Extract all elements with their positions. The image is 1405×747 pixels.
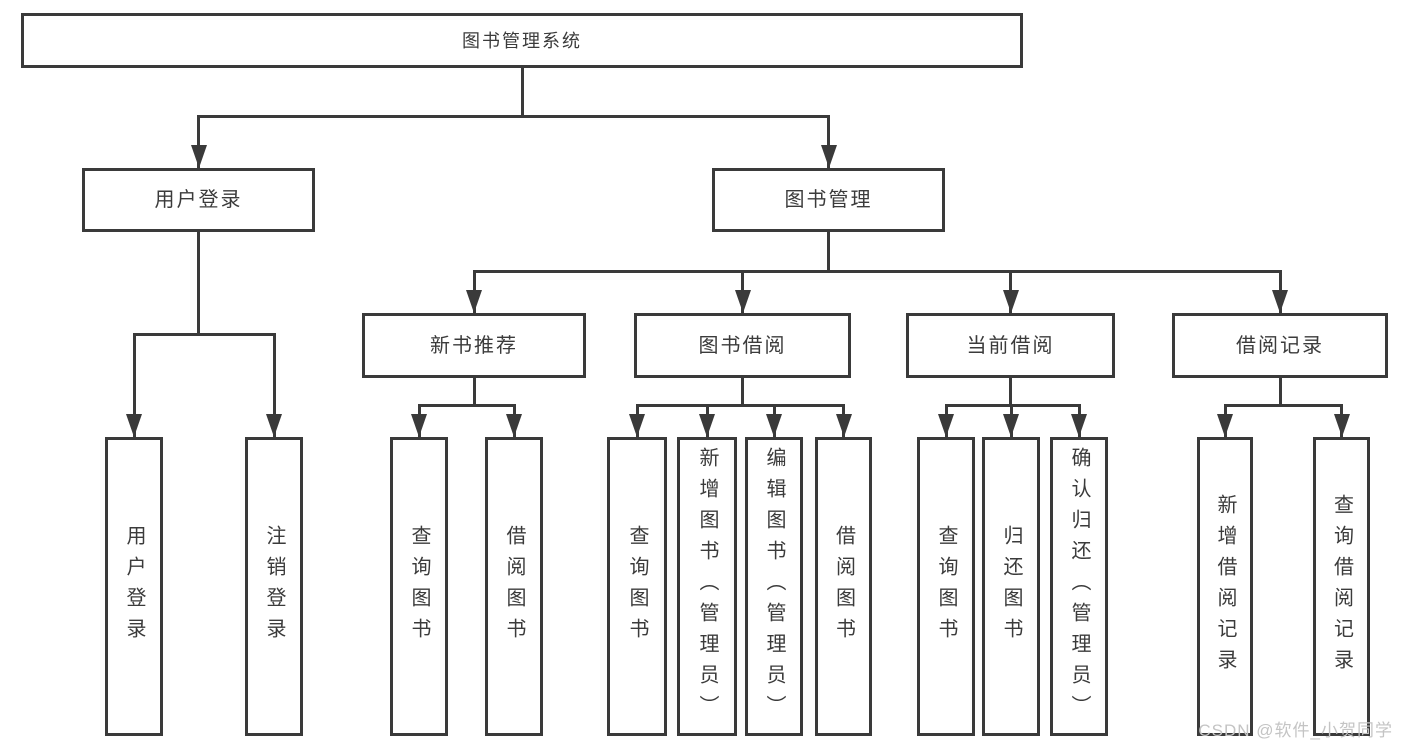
- arrow-down-icon: [938, 414, 954, 437]
- node-nbr-query: 查询图书: [390, 437, 448, 736]
- node-root: 图书管理系统: [21, 13, 1023, 68]
- arrow-down-icon: [629, 414, 645, 437]
- node-borrow-records: 借阅记录: [1172, 313, 1388, 378]
- arrow-down-icon: [699, 414, 715, 437]
- node-nbr-borrow: 借阅图书: [485, 437, 543, 736]
- node-new-book-rec: 新书推荐: [362, 313, 586, 378]
- arrow-down-icon: [766, 414, 782, 437]
- arrow-down-icon: [734, 290, 751, 313]
- node-cb-query: 查询图书: [917, 437, 975, 736]
- arrow-down-icon: [1003, 414, 1019, 437]
- node-label: 查询图书: [408, 524, 430, 649]
- node-label: 新增图书（管理员）: [696, 447, 718, 726]
- node-login: 用户登录: [105, 437, 163, 736]
- node-label: 查询图书: [935, 524, 957, 649]
- connector-line: [1009, 378, 1012, 407]
- arrow-down-icon: [1272, 290, 1288, 313]
- connector-line: [827, 115, 830, 168]
- arrow-down-icon: [126, 414, 142, 437]
- node-br-query: 查询借阅记录: [1313, 437, 1370, 736]
- connector-line: [1278, 378, 1282, 407]
- node-bb-edit: 编辑图书（管理员）: [745, 437, 803, 736]
- node-label: 用户登录: [154, 189, 243, 211]
- connector-line: [741, 378, 744, 407]
- arrow-down-icon: [466, 290, 482, 313]
- arrow-down-icon: [820, 145, 837, 168]
- connector-line: [197, 115, 200, 168]
- node-logout: 注销登录: [245, 437, 303, 736]
- connector-line: [197, 232, 200, 336]
- connector-line: [520, 68, 524, 118]
- node-label: 查询图书: [626, 524, 648, 649]
- node-label: 确认归还（管理员）: [1068, 447, 1090, 726]
- node-bb-borrow: 借阅图书: [815, 437, 872, 736]
- connector-line: [1223, 404, 1343, 407]
- node-bb-query: 查询图书: [607, 437, 667, 736]
- arrow-down-icon: [190, 145, 207, 168]
- arrow-down-icon: [506, 414, 522, 437]
- connector-line: [944, 404, 1081, 407]
- node-label: 图书借阅: [698, 334, 787, 357]
- node-label: 归还图书: [1000, 524, 1022, 649]
- node-label: 借阅记录: [1236, 334, 1324, 357]
- connector-line: [472, 378, 476, 407]
- node-user-login: 用户登录: [82, 168, 315, 232]
- node-label: 图书管理: [784, 189, 873, 211]
- connector-line: [827, 232, 830, 273]
- node-label: 图书管理系统: [462, 30, 582, 51]
- node-label: 用户登录: [123, 524, 145, 649]
- node-book-mgmt: 图书管理: [712, 168, 945, 232]
- connector-line: [197, 115, 830, 118]
- arrow-down-icon: [266, 414, 282, 437]
- node-label: 借阅图书: [503, 524, 525, 649]
- node-label: 注销登录: [263, 524, 285, 649]
- arrow-down-icon: [835, 414, 852, 437]
- node-label: 借阅图书: [832, 524, 855, 649]
- connector-line: [272, 333, 276, 437]
- arrow-down-icon: [411, 414, 427, 437]
- watermark: CSDN @软件_小贺同学: [1198, 721, 1393, 740]
- arrow-down-icon: [1333, 414, 1350, 437]
- arrow-down-icon: [1002, 290, 1019, 313]
- arrow-down-icon: [1217, 414, 1233, 437]
- node-current-borrow: 当前借阅: [906, 313, 1115, 378]
- node-label: 当前借阅: [966, 334, 1055, 357]
- node-label: 编辑图书（管理员）: [763, 447, 785, 726]
- node-cb-return: 归还图书: [982, 437, 1040, 736]
- connector-line: [132, 333, 276, 336]
- node-cb-confirm: 确认归还（管理员）: [1050, 437, 1108, 736]
- node-label: 新书推荐: [430, 334, 518, 357]
- connector-line: [472, 270, 1282, 273]
- connector-line: [417, 404, 516, 407]
- node-label: 查询借阅记录: [1330, 493, 1353, 680]
- node-bb-add: 新增图书（管理员）: [677, 437, 737, 736]
- connector-line: [132, 333, 136, 437]
- arrow-down-icon: [1071, 414, 1087, 437]
- node-label: 新增借阅记录: [1214, 493, 1236, 680]
- node-br-add: 新增借阅记录: [1197, 437, 1253, 736]
- connector-line: [635, 404, 845, 407]
- node-book-borrow: 图书借阅: [634, 313, 851, 378]
